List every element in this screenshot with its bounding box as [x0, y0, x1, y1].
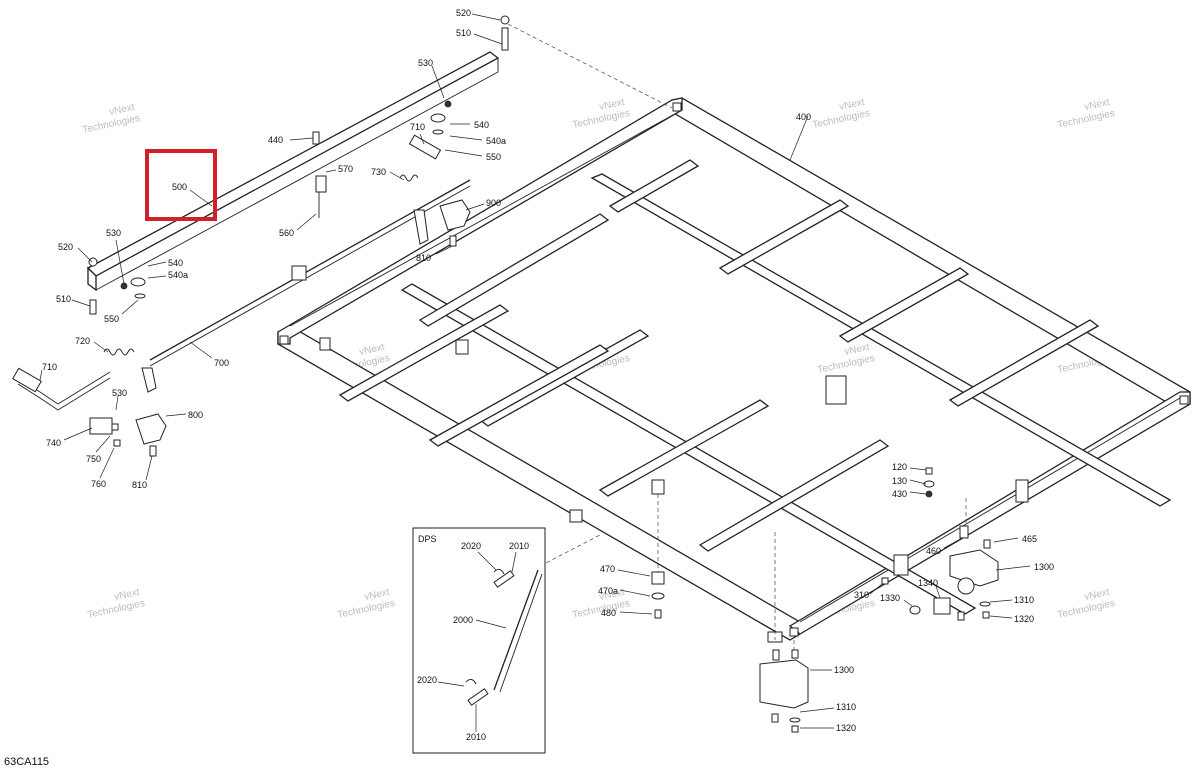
watermark: vNext	[598, 97, 626, 113]
callout-label: 500	[172, 182, 187, 192]
callout-label: 530	[112, 388, 127, 398]
callout-label: 1300	[834, 665, 854, 675]
callout-label: 540a	[168, 270, 188, 280]
callout-label: 470	[600, 564, 615, 574]
callout-label: 2010	[466, 732, 486, 742]
callout-label: 720	[75, 336, 90, 346]
callout-label: 710	[42, 362, 57, 372]
callout-label: 460	[926, 546, 941, 556]
callout-label: 1320	[836, 723, 856, 733]
callout-label: 520	[456, 8, 471, 18]
watermark: vNext	[363, 587, 391, 603]
callout-label: 1340	[918, 578, 938, 588]
callout-label: 400	[796, 112, 811, 122]
callout-label: 1330	[880, 593, 900, 603]
dps-inset: DPS	[412, 527, 546, 754]
callout-label: 1300	[1034, 562, 1054, 572]
callout-label: 1310	[836, 702, 856, 712]
callout-label: 2010	[509, 541, 529, 551]
callout-label: 550	[486, 152, 501, 162]
callout-label: 800	[188, 410, 203, 420]
callout-label: 310	[854, 590, 869, 600]
callout-label: 2020	[417, 675, 437, 685]
callout-label: 2020	[461, 541, 481, 551]
callout-label: 530	[418, 58, 433, 68]
callout-label: 530	[106, 228, 121, 238]
callout-label: 760	[91, 479, 106, 489]
callout-label: 510	[56, 294, 71, 304]
callout-label: 560	[279, 228, 294, 238]
lever-rod-700	[12, 134, 471, 457]
watermark: vNext	[1083, 587, 1111, 603]
hinge-hardware	[651, 467, 999, 733]
callout-label: 430	[892, 489, 907, 499]
frame-assembly	[277, 97, 1191, 643]
watermark: vNext	[843, 342, 871, 358]
callout-label: 540	[474, 120, 489, 130]
callout-label: 730	[371, 167, 386, 177]
callout-label: 750	[86, 454, 101, 464]
callout-label: 120	[892, 462, 907, 472]
callout-labels: 520 510 530 540 540a 550 440 500 710 570…	[42, 8, 1054, 742]
callout-label: 540	[168, 258, 183, 268]
watermark: vNext	[1083, 97, 1111, 113]
leader-lines	[39, 13, 1031, 732]
callout-label: 510	[456, 28, 471, 38]
watermark: vNext	[838, 97, 866, 113]
callout-label: 700	[214, 358, 229, 368]
callout-label: 1310	[1014, 595, 1034, 605]
callout-label: 740	[46, 438, 61, 448]
callout-label: 710	[410, 122, 425, 132]
highlight-box	[145, 149, 217, 221]
watermark: vNext	[598, 587, 626, 603]
callout-label: 130	[892, 476, 907, 486]
inset-title: DPS	[418, 534, 437, 544]
callout-label: 900	[486, 198, 501, 208]
callout-label: 810	[132, 480, 147, 490]
callout-label: 550	[104, 314, 119, 324]
document-code: 63CA115	[4, 756, 50, 768]
watermark: vNext	[358, 342, 386, 358]
watermark: vNext	[113, 587, 141, 603]
watermark: vNext	[108, 102, 136, 118]
callout-label: 810	[416, 253, 431, 263]
callout-label: 480	[601, 608, 616, 618]
callout-label: 470a	[598, 586, 618, 596]
callout-label: 1320	[1014, 614, 1034, 624]
callout-label: 440	[268, 135, 283, 145]
callout-label: 570	[338, 164, 353, 174]
callout-label: 465	[1022, 534, 1037, 544]
callout-label: 540a	[486, 136, 506, 146]
callout-label: 2000	[453, 615, 473, 625]
callout-label: 520	[58, 242, 73, 252]
